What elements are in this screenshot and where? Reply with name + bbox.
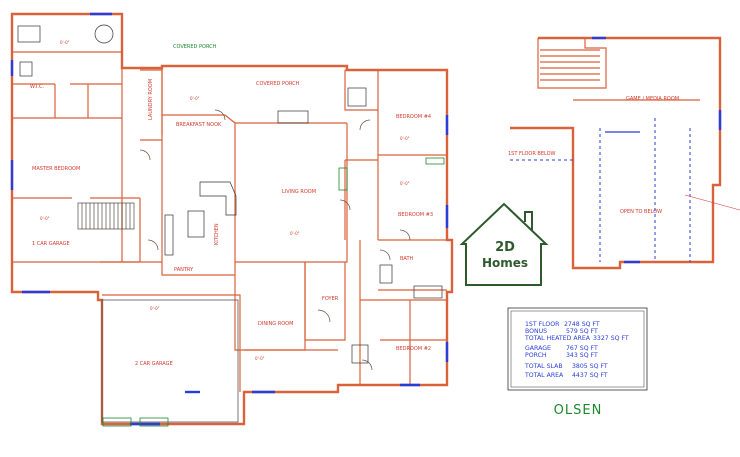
- svg-text:0'-0": 0'-0": [40, 216, 50, 221]
- summary-value-5: 3805 SQ FT: [572, 363, 608, 370]
- one-car-garage-label: 1 CAR GARAGE: [32, 241, 70, 247]
- plan-title: OLSEN: [554, 403, 603, 418]
- summary-label-3: GARAGE: [525, 345, 551, 352]
- bath-label: BATH: [400, 256, 414, 262]
- summary-label-6: TOTAL AREA: [524, 372, 564, 379]
- summary-label-5: TOTAL SLAB: [524, 363, 563, 370]
- master-bedroom-label: MASTER BEDROOM: [32, 166, 80, 172]
- game-media-room-label: GAME / MEDIA ROOM: [626, 96, 679, 102]
- living-room-label: LIVING ROOM: [282, 189, 316, 195]
- summary-label-1: BONUS: [525, 328, 547, 335]
- svg-text:0'-0": 0'-0": [150, 306, 160, 311]
- dimension-marks: 0'-0" 0'-0" 0'-0" 0'-0" 0'-0" 0'-0" 0'-0…: [40, 40, 410, 361]
- bedroom-4-label: BEDROOM #4: [396, 114, 431, 120]
- summary-label-0: 1ST FLOOR: [525, 321, 560, 328]
- summary-value-1: 579 SQ FT: [566, 328, 598, 335]
- bedroom-3-label: BEDROOM #3: [398, 212, 433, 218]
- first-floor-below-label: 1ST FLOOR BELOW: [508, 151, 556, 157]
- bedroom-2-label: BEDROOM #2: [396, 346, 431, 352]
- wic-label: W.I.C.: [30, 84, 45, 90]
- svg-text:0'-0": 0'-0": [60, 40, 70, 45]
- summary-value-3: 767 SQ FT: [566, 345, 598, 352]
- logo-line1: 2D: [495, 240, 515, 255]
- summary-label-4: PORCH: [525, 352, 547, 359]
- area-summary-box: 1ST FLOOR 2748 SQ FT BONUS 579 SQ FT TOT…: [507, 307, 648, 391]
- summary-value-0: 2748 SQ FT: [564, 321, 600, 328]
- first-floor-plan: [10, 12, 454, 427]
- foyer-label: FOYER: [322, 296, 339, 302]
- svg-text:0'-0": 0'-0": [400, 136, 410, 141]
- two-car-garage-label: 2 CAR GARAGE: [135, 361, 173, 367]
- svg-text:0'-0": 0'-0": [190, 96, 200, 101]
- svg-text:0'-0": 0'-0": [255, 356, 265, 361]
- svg-text:0'-0": 0'-0": [290, 231, 300, 236]
- open-to-below-label: OPEN TO BELOW: [620, 209, 662, 215]
- summary-value-6: 4437 SQ FT: [572, 372, 608, 379]
- kitchen-label: KITCHEN: [214, 223, 220, 245]
- dining-room-label: DINING ROOM: [258, 321, 293, 327]
- logo-line2: Homes: [482, 256, 528, 270]
- svg-text:0'-0": 0'-0": [400, 181, 410, 186]
- laundry-room-label: LAUNDRY ROOM: [148, 79, 154, 120]
- second-floor-plan: GAME / MEDIA ROOM 1ST FLOOR BELOW OPEN T…: [508, 36, 740, 270]
- breakfast-nook-label: BREAKFAST NOOK: [176, 122, 222, 128]
- summary-value-4: 343 SQ FT: [566, 352, 598, 359]
- covered-porch-label: COVERED PORCH: [256, 81, 300, 87]
- summary-label-2: TOTAL HEATED AREA: [524, 335, 591, 342]
- covered-front-label: COVERED PORCH: [173, 44, 217, 50]
- pantry-label: PANTRY: [174, 267, 194, 273]
- summary-value-2: 3327 SQ FT: [593, 335, 629, 342]
- 2d-homes-logo: 2D Homes: [459, 202, 549, 286]
- room-labels: MASTER BEDROOM COVERED PORCH BREAKFAST N…: [30, 44, 433, 367]
